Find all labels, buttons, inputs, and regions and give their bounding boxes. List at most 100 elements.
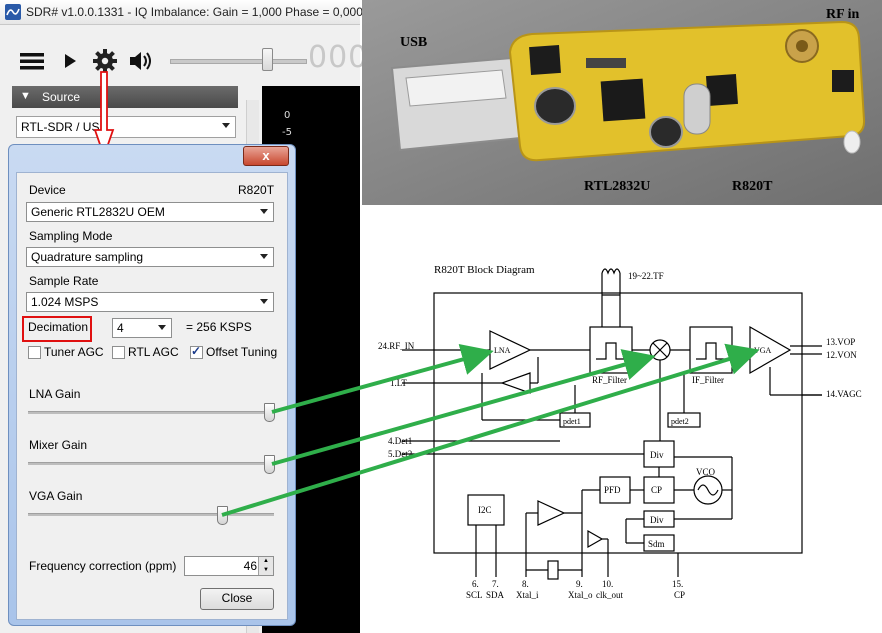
pin-det1: 4.Det1 — [388, 436, 412, 446]
spectrum-axis-label: 0 — [284, 110, 291, 121]
block-sdm: Sdm — [648, 539, 665, 549]
block-pfd: PFD — [604, 485, 621, 495]
mixer-gain-slider-thumb[interactable] — [264, 455, 275, 474]
diagram-title: R820T Block Diagram — [434, 264, 535, 276]
device-select[interactable]: Generic RTL2832U OEM — [26, 202, 274, 222]
lna-gain-slider-thumb[interactable] — [264, 403, 275, 422]
gear-icon[interactable] — [90, 46, 120, 76]
block-vco: VCO — [696, 467, 716, 477]
dropdown-arrow-icon — [158, 325, 166, 330]
r820t-photo-label: R820T — [732, 179, 773, 194]
rtl2832u-photo-label: RTL2832U — [584, 179, 650, 194]
pin-von: 12.VON — [826, 350, 857, 360]
speaker-icon[interactable] — [126, 46, 156, 76]
decimation-highlight-box — [22, 316, 92, 342]
pin-xtal-o: Xtal_o — [568, 590, 593, 600]
source-header-label: Source — [42, 90, 81, 104]
source-select[interactable]: RTL-SDR / USB — [16, 116, 236, 138]
mixer-gain-label: Mixer Gain — [29, 438, 88, 452]
pin-vagc: 14.VAGC — [826, 389, 862, 399]
tuner-agc-checkbox[interactable] — [28, 346, 41, 359]
usb-photo-label: USB — [400, 35, 427, 50]
frequency-correction-value: 46 — [243, 559, 257, 573]
pin-cp-num: 15. — [672, 579, 683, 589]
pin-sda-num: 7. — [492, 579, 499, 589]
block-cp: CP — [651, 485, 662, 495]
sampling-mode-value: Quadrature sampling — [31, 250, 144, 264]
menu-icon[interactable] — [18, 46, 48, 76]
pin-xtal-i: Xtal_i — [516, 590, 539, 600]
mixer-gain-slider-track[interactable] — [28, 462, 274, 465]
frequency-display[interactable]: 000 — [308, 40, 369, 75]
dialog-close-button[interactable]: x — [243, 146, 289, 166]
device-label: Device — [29, 183, 66, 197]
toolbar — [0, 38, 360, 86]
pin-det2: 5.Det2 — [388, 449, 412, 459]
play-icon[interactable] — [56, 46, 86, 76]
dropdown-arrow-icon — [260, 299, 268, 304]
frequency-correction-label: Frequency correction (ppm) — [29, 559, 177, 573]
decimation-label: Decimation — [28, 320, 89, 334]
sample-rate-select[interactable]: 1.024 MSPS — [26, 292, 274, 312]
rtl-agc-label: RTL AGC — [128, 345, 179, 359]
pin-xtal-i-num: 8. — [522, 579, 529, 589]
dropdown-arrow-icon — [260, 209, 268, 214]
pin-vop: 13.VOP — [826, 337, 855, 347]
block-i2c: I2C — [478, 505, 492, 515]
source-select-value: RTL-SDR / USB — [21, 120, 108, 134]
rtl-agc-checkbox[interactable] — [112, 346, 125, 359]
title-bar[interactable]: SDR# v1.0.0.1331 - IQ Imbalance: Gain = … — [0, 0, 368, 25]
decimation-value: 4 — [117, 321, 124, 335]
device-select-value: Generic RTL2832U OEM — [31, 205, 165, 219]
frequency-correction-spinner[interactable]: 46 ▲ ▼ — [184, 556, 274, 576]
decimation-result: = 256 KSPS — [186, 320, 252, 334]
spectrum-axis-label: -5 — [282, 127, 292, 138]
sample-rate-label: Sample Rate — [29, 274, 99, 288]
decimation-select[interactable]: 4 — [112, 318, 172, 338]
pin-scl-num: 6. — [472, 579, 479, 589]
pin-clk-out-num: 10. — [602, 579, 613, 589]
block-div-bottom: Div — [650, 515, 664, 525]
r820t-block-diagram: R820T Block Diagram 19~22.TF 24.RF_IN 1.… — [362, 205, 882, 633]
tuner-agc-label: Tuner AGC — [44, 345, 104, 359]
sample-rate-value: 1.024 MSPS — [31, 295, 99, 309]
block-pdet2: pdet2 — [671, 417, 689, 426]
sdr-app-icon — [5, 4, 21, 20]
block-pdet1: pdet1 — [563, 417, 581, 426]
volume-slider-track[interactable] — [170, 59, 307, 64]
block-div-top: Div — [650, 450, 664, 460]
pin-cp: CP — [674, 590, 685, 600]
sampling-mode-label: Sampling Mode — [29, 229, 113, 243]
sampling-mode-select[interactable]: Quadrature sampling — [26, 247, 274, 267]
window-title: SDR# v1.0.0.1331 - IQ Imbalance: Gain = … — [26, 5, 368, 19]
rf-in-photo-label: RF in — [826, 7, 860, 22]
pin-xtal-o-num: 9. — [576, 579, 583, 589]
pin-scl: SCL — [466, 590, 483, 600]
lna-gain-slider-track[interactable] — [28, 411, 274, 414]
collapse-arrow-icon: ▼ — [20, 90, 31, 102]
red-annotation-arrow — [93, 71, 115, 159]
vga-gain-slider-track[interactable] — [28, 513, 274, 516]
block-rf-filter: RF_Filter — [592, 375, 627, 385]
dropdown-arrow-icon — [260, 254, 268, 259]
close-button[interactable]: Close — [200, 588, 274, 610]
source-panel-header[interactable]: ▼ Source — [12, 86, 238, 108]
block-if-filter: IF_Filter — [692, 375, 724, 385]
pin-clk-out: clk_out — [596, 590, 623, 600]
offset-tuning-label: Offset Tuning — [206, 345, 278, 359]
spin-down-icon[interactable]: ▼ — [258, 566, 273, 575]
rtl-sdr-dongle-photo: USB RF in RTL2832U R820T — [362, 0, 882, 205]
lna-gain-label: LNA Gain — [29, 387, 81, 401]
vga-gain-label: VGA Gain — [29, 489, 83, 503]
pin-rf-in: 24.RF_IN — [378, 341, 415, 351]
volume-slider-thumb[interactable] — [262, 48, 273, 71]
tuner-name: R820T — [238, 183, 275, 197]
dropdown-arrow-icon — [222, 123, 230, 128]
block-lna: LNA — [494, 346, 511, 355]
spin-up-icon[interactable]: ▲ — [258, 557, 273, 566]
pin-lt: 1.LT — [390, 378, 407, 388]
pin-sda: SDA — [486, 590, 505, 600]
vga-gain-slider-thumb[interactable] — [216, 506, 228, 525]
offset-tuning-checkbox[interactable] — [190, 344, 203, 359]
block-vga: VGA — [754, 346, 772, 355]
